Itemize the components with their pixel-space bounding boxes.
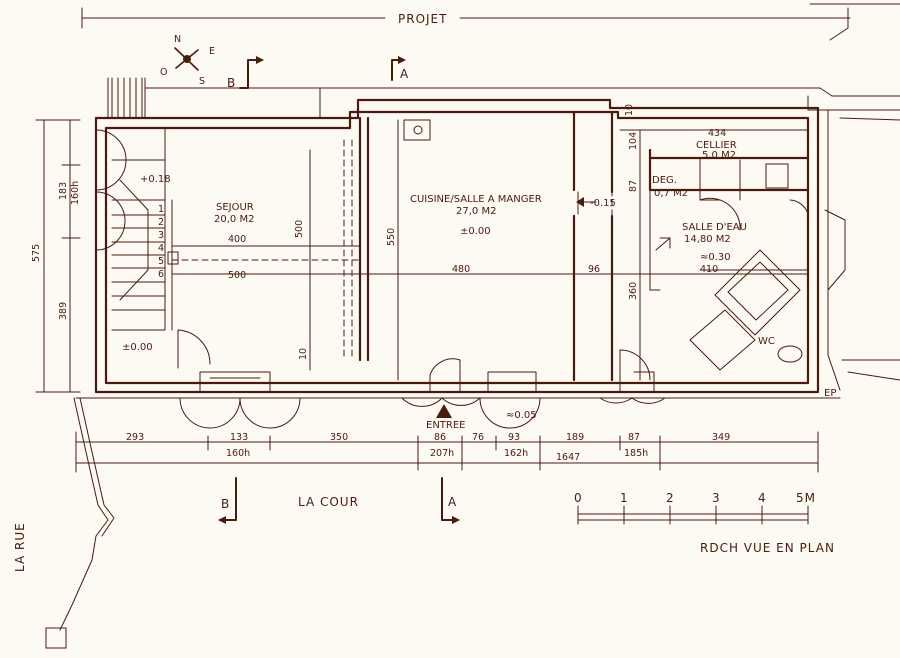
stair-step-3: 3	[158, 230, 164, 241]
stair-step-6: 6	[158, 269, 164, 280]
compass-s: S	[199, 76, 205, 87]
dim-row1-c: 350	[330, 432, 348, 443]
room-wc-name: WC	[758, 336, 775, 347]
level-step: +0.18	[140, 174, 171, 185]
dim-row1-i: 349	[712, 432, 730, 443]
dim-row1-h: 87	[628, 432, 640, 443]
room-sejour-name: SEJOUR	[216, 202, 254, 213]
room-cuisine-area: 27,0 M2	[456, 206, 496, 217]
scale-tick-4: 4	[758, 491, 767, 505]
dim-wall-10: 10	[298, 348, 309, 360]
plan-subtitle: RDCH VUE EN PLAN	[700, 541, 835, 555]
facade-windows	[199, 371, 655, 393]
kitchen-fixtures	[403, 119, 597, 215]
room-deg-name: DEG.	[652, 175, 677, 186]
level-kitchen-step: -0.15	[590, 198, 616, 209]
level-entry-step: ≈0.05	[506, 410, 537, 421]
room-sejour-level: ±0.00	[122, 342, 153, 353]
room-cellier-area: 5,0 M2	[702, 150, 736, 161]
dim-gap: 96	[588, 264, 600, 275]
dim-sejour-width: 400	[228, 234, 246, 245]
dim-sejour-height: 500	[294, 220, 305, 238]
dim-top-10: 10	[624, 104, 635, 116]
section-b-top-marker	[239, 56, 264, 89]
entrance-label: ENTREE	[426, 420, 466, 431]
bottom-dimension-lines	[75, 431, 819, 473]
neighbour-outline	[107, 27, 900, 391]
room-cuisine-level: ±0.00	[460, 226, 491, 237]
dim-deg-height: 87	[628, 180, 639, 192]
section-b-top-label: B	[227, 76, 236, 90]
dim-kitchen-width: 480	[452, 264, 470, 275]
section-a-bottom-label: A	[448, 495, 457, 509]
ep-label: EP	[824, 388, 836, 399]
stair-step-1: 1	[158, 204, 164, 215]
beam-lines	[171, 139, 613, 371]
dim-row1-b: 133	[230, 432, 248, 443]
door-swings	[95, 129, 809, 429]
staircase	[111, 179, 179, 311]
compass-n: N	[174, 34, 181, 45]
scale-tick-2: 2	[666, 491, 675, 505]
entrance-arrow-icon	[436, 404, 452, 418]
courtyard-label: LA COUR	[298, 495, 359, 509]
dim-left-lower: 389	[58, 302, 69, 320]
dim-row1-d: 86	[434, 432, 446, 443]
dim-row1-g: 189	[566, 432, 584, 443]
plan-title: PROJET	[398, 12, 447, 26]
street-outline	[45, 397, 115, 649]
room-salle-eau-area: 14,80 M2	[684, 234, 731, 245]
left-dimension-lines	[35, 119, 81, 393]
dim-kitchen-height: 550	[386, 228, 397, 246]
dim-row1-f: 93	[508, 432, 520, 443]
dim-left-upper: 183	[58, 182, 69, 200]
dim-row2-a: 160h	[226, 448, 250, 459]
section-b-bottom-marker	[218, 477, 237, 524]
section-a-top-label: A	[400, 67, 409, 81]
scale-tick-5: 5M	[796, 491, 816, 505]
stair-step-5: 5	[158, 256, 164, 267]
dim-cellier-height: 104	[628, 132, 639, 150]
section-a-top-marker	[391, 56, 406, 81]
room-salle-eau-level: ≈0.30	[700, 252, 731, 263]
dim-row2-b: 207h	[430, 448, 454, 459]
scale-bar	[577, 505, 809, 525]
dim-row2-c: 162h	[504, 448, 528, 459]
building-walls	[75, 98, 841, 399]
dim-bath-height: 360	[628, 282, 639, 300]
stair-step-2: 2	[158, 217, 164, 228]
room-deg-area: 0,7 M2	[654, 188, 688, 199]
street-label: LA RUE	[13, 522, 27, 572]
compass-o: O	[160, 67, 167, 78]
dim-row2-d: 185h	[624, 448, 648, 459]
section-b-bottom-label: B	[221, 497, 230, 511]
dim-cellier-width: 434	[708, 128, 726, 139]
scale-tick-0: 0	[574, 491, 583, 505]
section-a-bottom-marker	[441, 477, 460, 524]
room-cuisine-name: CUISINE/SALLE A MANGER	[410, 194, 542, 205]
compass-icon	[174, 47, 199, 71]
scale-tick-3: 3	[712, 491, 721, 505]
room-salle-eau-name: SALLE D'EAU	[682, 222, 747, 233]
dim-row2-total: 1647	[556, 452, 580, 463]
bathroom-fixtures	[655, 163, 803, 371]
dim-row1-e: 76	[472, 432, 484, 443]
stair-step-4: 4	[158, 243, 164, 254]
dim-left-total: 575	[31, 244, 42, 262]
compass-e: E	[209, 46, 215, 57]
interior-dimension-lines	[171, 119, 809, 381]
dim-row1-a: 293	[126, 432, 144, 443]
scale-tick-1: 1	[620, 491, 629, 505]
room-sejour-area: 20,0 M2	[214, 214, 254, 225]
top-reference-line	[81, 3, 900, 29]
room-cellier-name: CELLIER	[696, 140, 737, 151]
dim-bath-width: 410	[700, 264, 718, 275]
dim-sejour-full: 500	[228, 270, 246, 281]
dim-left-door: 160h	[70, 181, 81, 205]
